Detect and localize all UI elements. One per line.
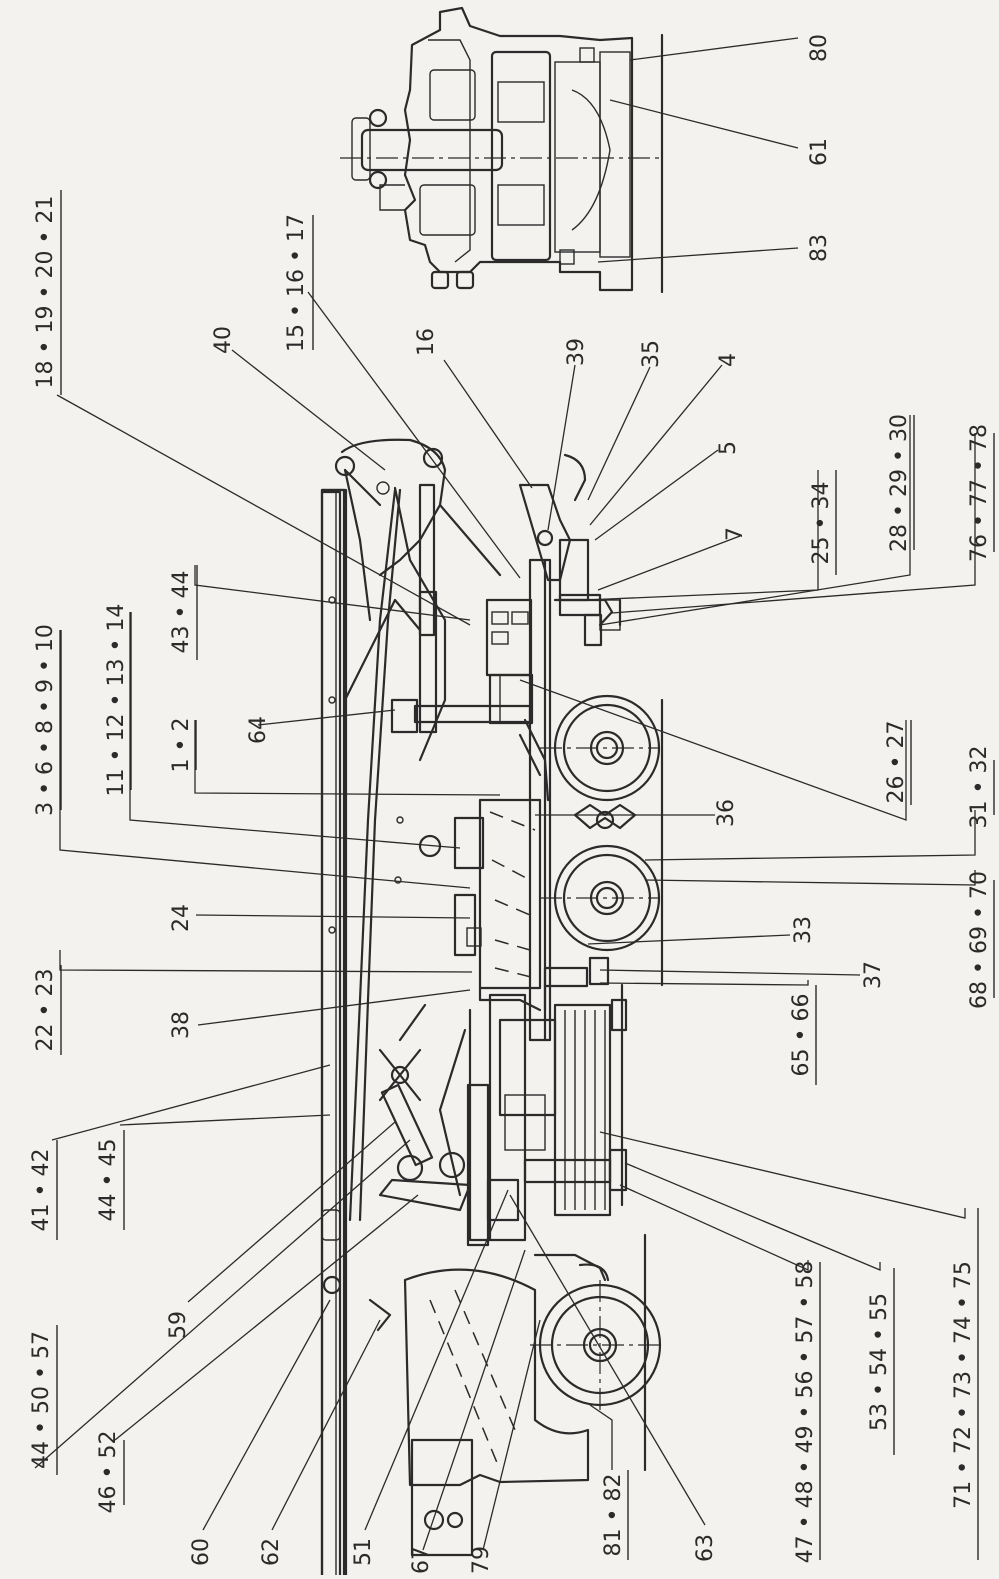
label-33: 33 xyxy=(791,916,816,944)
label-46-52: 46 • 52 xyxy=(96,1431,121,1514)
label-43-44: 43 • 44 xyxy=(169,571,194,654)
label-16: 16 xyxy=(414,328,439,356)
label-59: 59 xyxy=(166,1311,191,1339)
label-79: 79 xyxy=(469,1546,494,1574)
label-28-30: 28 • 29 • 30 xyxy=(887,414,912,552)
label-26-27: 26 • 27 xyxy=(884,721,909,804)
label-51: 51 xyxy=(351,1538,376,1566)
front-view-drawing xyxy=(340,6,664,294)
label-63: 63 xyxy=(693,1534,718,1562)
label-11-14: 11 • 12 • 13 • 14 xyxy=(104,604,129,797)
label-35: 35 xyxy=(639,340,664,368)
label-44-45: 44 • 45 xyxy=(96,1139,121,1222)
label-25-34: 25 • 34 xyxy=(809,482,834,565)
label-47-58: 47 • 48 • 49 • 56 • 57 • 58 xyxy=(793,1261,818,1564)
label-40: 40 xyxy=(211,326,236,354)
callout-labels: 80 61 83 18 • 19 • 20 • 21 15 • 16 • 17 … xyxy=(29,34,992,1574)
label-36: 36 xyxy=(714,799,739,827)
label-4: 4 xyxy=(716,353,741,367)
label-15-17: 15 • 16 • 17 xyxy=(284,214,309,352)
label-37: 37 xyxy=(861,961,886,989)
label-39: 39 xyxy=(564,338,589,366)
leader-lines xyxy=(34,37,976,1551)
label-53-55: 53 • 54 • 55 xyxy=(867,1293,892,1431)
label-18-21: 18 • 19 • 20 • 21 xyxy=(33,196,58,389)
label-64: 64 xyxy=(246,716,271,744)
label-22-23: 22 • 23 xyxy=(33,969,58,1052)
label-31-32: 31 • 32 xyxy=(967,746,992,829)
label-76-78: 76 • 77 • 78 xyxy=(967,424,992,562)
label-41-42: 41 • 42 xyxy=(29,1149,54,1232)
label-7: 7 xyxy=(723,527,748,541)
label-65-66: 65 • 66 xyxy=(789,994,814,1077)
label-1-2: 1 • 2 xyxy=(169,718,194,773)
label-81-82: 81 • 82 xyxy=(601,1474,626,1557)
label-62: 62 xyxy=(259,1538,284,1566)
label-67: 67 xyxy=(409,1546,434,1574)
label-38: 38 xyxy=(169,1011,194,1039)
label-83: 83 xyxy=(807,234,832,262)
label-44-57: 44 • 50 • 57 xyxy=(29,1331,54,1469)
label-61: 61 xyxy=(807,138,832,166)
label-60: 60 xyxy=(189,1538,214,1566)
label-68-70: 68 • 69 • 70 xyxy=(967,871,992,1009)
label-71-75: 71 • 72 • 73 • 74 • 75 xyxy=(951,1261,976,1509)
label-underlines xyxy=(56,190,995,1560)
side-view-drawing xyxy=(320,438,665,1579)
label-24: 24 xyxy=(169,904,194,932)
label-80: 80 xyxy=(807,34,832,62)
label-5: 5 xyxy=(716,441,741,455)
label-3-10: 3 • 6 • 8 • 9 • 10 xyxy=(33,624,58,816)
